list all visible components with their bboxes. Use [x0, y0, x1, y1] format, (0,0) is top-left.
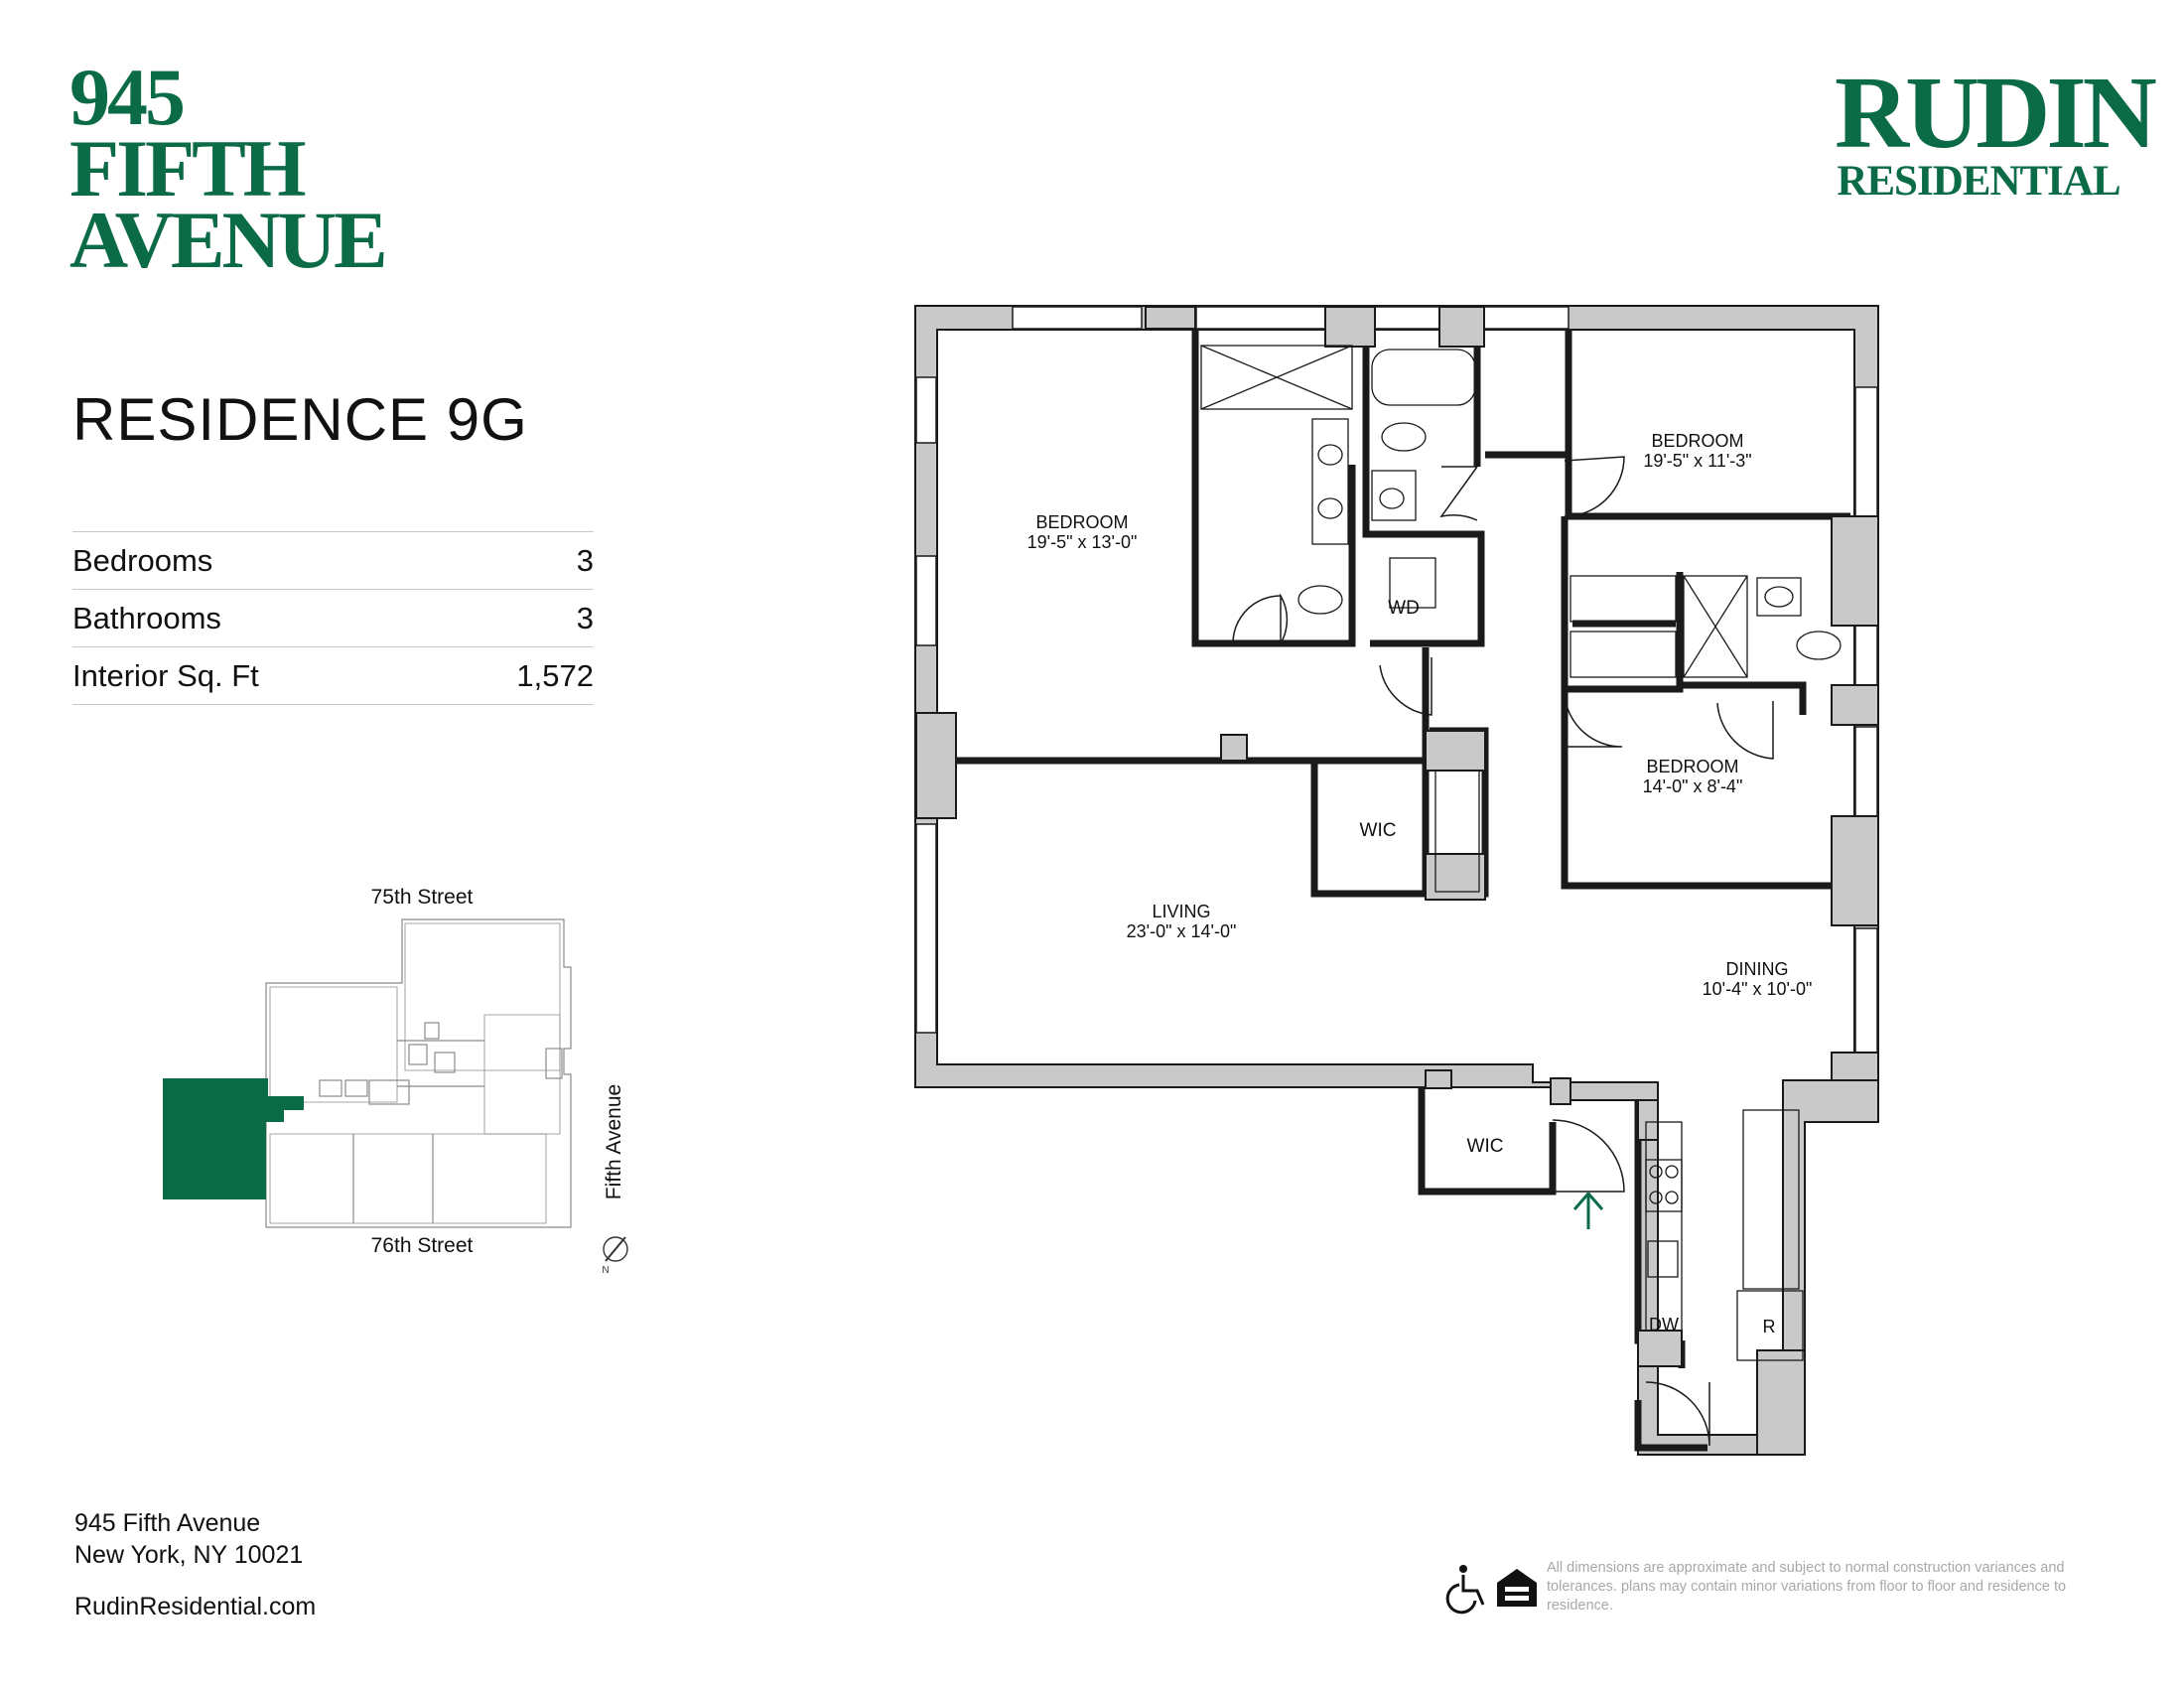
- closet-label: WIC: [1467, 1136, 1504, 1157]
- spec-label: Bedrooms: [72, 542, 213, 578]
- key-plan-south-street: 76th Street: [371, 1234, 474, 1257]
- key-plan-unit-highlight: [163, 1078, 304, 1199]
- room-name: BEDROOM: [1651, 431, 1743, 451]
- spec-row-bedrooms: Bedrooms 3: [72, 532, 594, 590]
- spec-value: 1,572: [516, 657, 594, 693]
- website-link[interactable]: RudinResidential.com: [74, 1593, 317, 1620]
- room-name: BEDROOM: [1035, 512, 1128, 532]
- key-plan: 75th Street 76th Street Fifth Avenue N: [163, 886, 628, 1276]
- room-labels: BEDROOM 19'-5" x 13'-0" BEDROOM 19'-5" x…: [1027, 431, 1813, 1336]
- compliance-icons: [1445, 1565, 1537, 1615]
- key-plan-north-street: 75th Street: [371, 886, 474, 909]
- brand-line-2: FIFTH: [69, 123, 307, 213]
- key-plan-outline: [265, 918, 572, 1228]
- room-dims: 14'-0" x 8'-4": [1643, 776, 1743, 796]
- compass-label: N: [602, 1265, 609, 1276]
- building-brand: 945 FIFTH AVENUE: [69, 52, 388, 285]
- room-name: DINING: [1726, 959, 1789, 979]
- spec-value: 3: [576, 542, 594, 578]
- closet-label: WIC: [1360, 820, 1397, 841]
- windows: [915, 306, 1878, 1054]
- accessibility-icon: [1445, 1565, 1485, 1615]
- brand-line-1: 945: [69, 52, 186, 142]
- room-dims: 23'-0" x 14'-0": [1127, 921, 1237, 941]
- spec-label: Bathrooms: [72, 600, 221, 635]
- room-name: BEDROOM: [1646, 757, 1738, 776]
- exterior-walls: [914, 305, 1879, 1456]
- room-dims: 10'-4" x 10'-0": [1703, 979, 1813, 999]
- key-plan-east-street: Fifth Avenue: [603, 1084, 625, 1199]
- equal-housing-icon: [1497, 1569, 1537, 1607]
- dishwasher-label: DW: [1649, 1315, 1679, 1335]
- address-line-2: New York, NY 10021: [74, 1541, 304, 1569]
- rudin-logo: RUDIN RESIDENTIAL: [1835, 56, 2157, 205]
- spec-row-sqft: Interior Sq. Ft 1,572: [72, 647, 594, 705]
- washer-dryer-label: WD: [1388, 598, 1420, 619]
- fixtures: [1200, 345, 1842, 1361]
- spec-label: Interior Sq. Ft: [72, 657, 259, 693]
- compass-icon: N: [602, 1236, 628, 1276]
- spec-row-bathrooms: Bathrooms 3: [72, 590, 594, 647]
- logo-line-1: RUDIN: [1835, 56, 2157, 170]
- brand-line-3: AVENUE: [69, 195, 388, 285]
- door-swings: [1232, 456, 1774, 1447]
- logo-line-2: RESIDENTIAL: [1837, 158, 2120, 205]
- entry-arrow-icon: [1572, 1191, 1604, 1229]
- disclaimer: All dimensions are approximate and subje…: [1547, 1560, 2067, 1614]
- room-dims: 19'-5" x 13'-0": [1027, 532, 1138, 552]
- address-line-1: 945 Fifth Avenue: [74, 1509, 261, 1537]
- address: 945 Fifth Avenue New York, NY 10021: [74, 1507, 303, 1571]
- residence-title: RESIDENCE 9G: [72, 386, 528, 453]
- room-dims: 19'-5" x 11'-3": [1643, 451, 1751, 471]
- refrigerator-label: R: [1763, 1317, 1776, 1336]
- specs-table: Bedrooms 3 Bathrooms 3 Interior Sq. Ft 1…: [72, 531, 594, 705]
- spec-value: 3: [576, 600, 594, 635]
- room-name: LIVING: [1152, 902, 1210, 921]
